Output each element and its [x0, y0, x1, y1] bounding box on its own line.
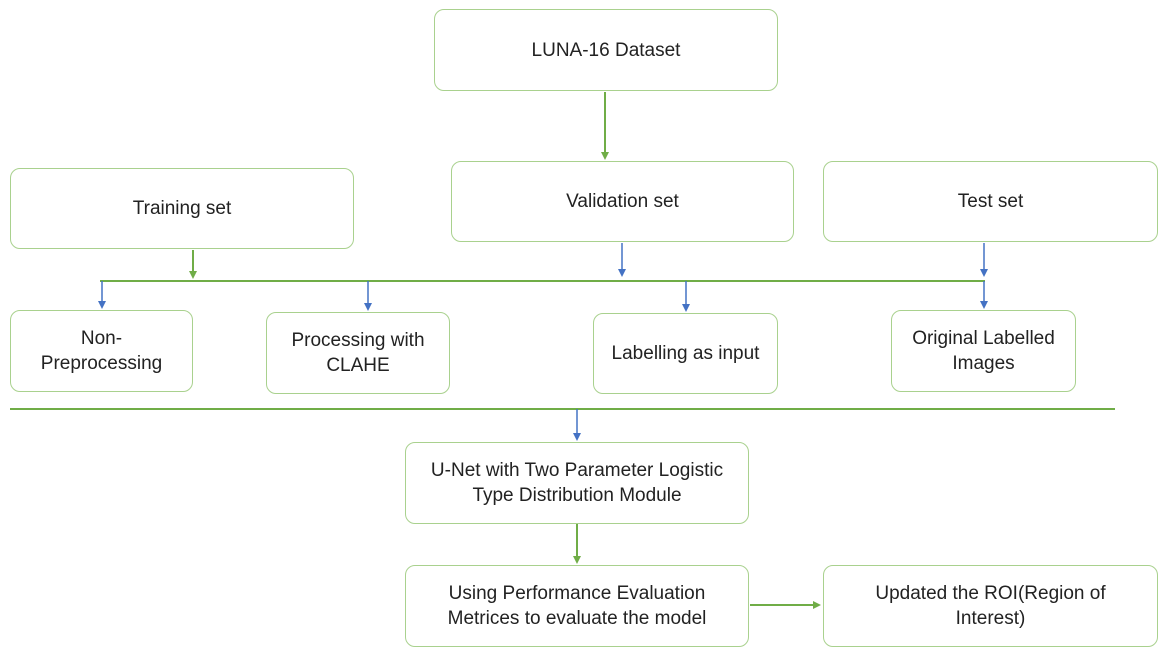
roi-node: Updated the ROI(Region of Interest) — [823, 565, 1158, 647]
validation-set-label: Validation set — [566, 191, 679, 212]
labelling-label: Labelling as input — [611, 343, 760, 364]
labelling-node: Labelling as input — [593, 313, 778, 394]
metrics-node: Using Performance Evaluation Metrices to… — [405, 565, 749, 647]
training-set-label: Training set — [132, 198, 232, 219]
dataset-label: LUNA-16 Dataset — [531, 39, 681, 61]
clahe-node: Processing with CLAHE — [266, 312, 450, 394]
non-preprocessing-node: Non- Preprocessing — [10, 310, 193, 392]
clahe-label: Processing with CLAHE — [291, 330, 425, 376]
training-set-node: Training set — [10, 168, 354, 249]
original-labelled-node: Original Labelled Images — [891, 310, 1076, 392]
metrics-label: Using Performance Evaluation Metrices to… — [447, 583, 707, 629]
validation-set-node: Validation set — [451, 161, 794, 242]
dataset-node: LUNA-16 Dataset — [434, 9, 778, 91]
unet-label: U-Net with Two Parameter Logistic Type D… — [430, 460, 724, 506]
non-preprocessing-label: Non- Preprocessing — [40, 328, 163, 374]
roi-label: Updated the ROI(Region of Interest) — [875, 583, 1106, 629]
original-labelled-label: Original Labelled Images — [912, 328, 1055, 374]
unet-node: U-Net with Two Parameter Logistic Type D… — [405, 442, 749, 524]
test-set-node: Test set — [823, 161, 1158, 242]
test-set-label: Test set — [957, 191, 1024, 212]
